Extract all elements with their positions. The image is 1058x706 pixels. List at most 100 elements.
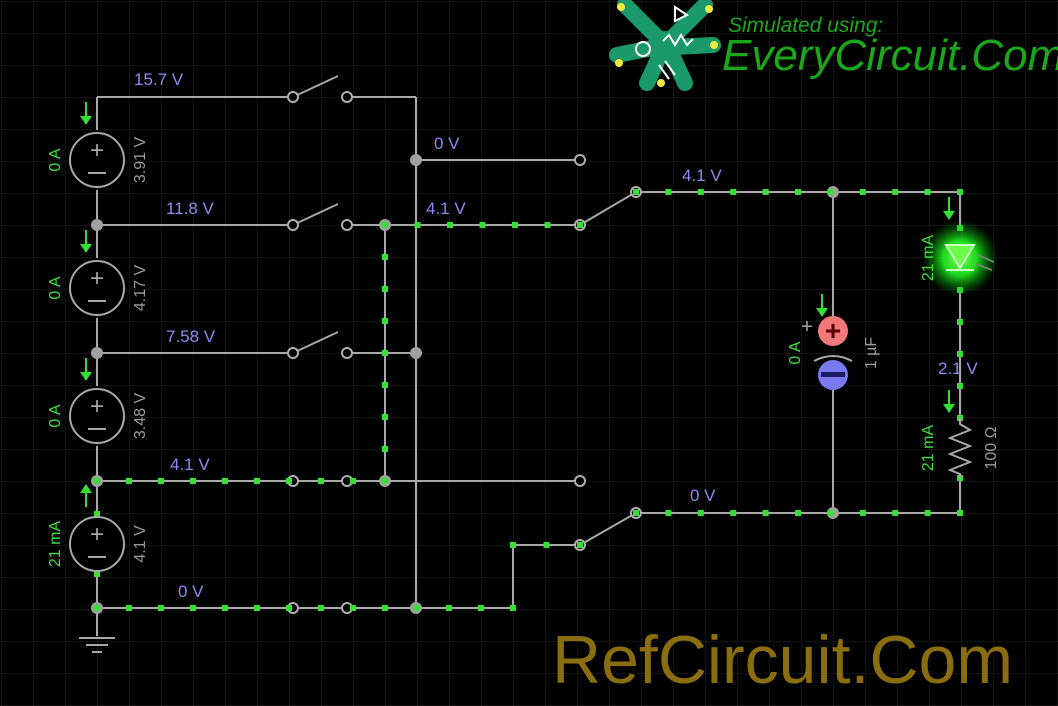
- voltage-source-4[interactable]: + 21 mA 4.1 V: [47, 516, 149, 572]
- current-marker: [795, 510, 801, 516]
- current-marker: [665, 189, 672, 195]
- current-marker: [382, 350, 388, 356]
- current-marker: [318, 478, 324, 484]
- source-current-label: 0 A: [47, 404, 64, 427]
- current-marker: [510, 542, 516, 548]
- capacitor[interactable]: + + 0 A 1 µF: [787, 315, 880, 390]
- switch-terminal[interactable]: [341, 219, 353, 231]
- voltage-label: 2.1 V: [938, 359, 978, 378]
- led[interactable]: 21 mA: [920, 220, 998, 296]
- current-marker: [795, 189, 801, 195]
- current-flow-markers: [94, 189, 963, 611]
- current-marker: [126, 478, 132, 484]
- resistor[interactable]: 21 mA 100 Ω: [920, 418, 1000, 478]
- source-current-label: 0 A: [47, 276, 64, 299]
- refcircuit-watermark: RefCircuit.Com: [552, 622, 1013, 698]
- current-marker: [350, 605, 356, 611]
- current-marker: [957, 510, 963, 516]
- switch-terminal[interactable]: [341, 347, 353, 359]
- current-marker: [892, 189, 899, 195]
- cap-plus-sign: +: [801, 316, 813, 338]
- current-arrow-icon: [80, 230, 92, 253]
- source-body: [69, 260, 125, 316]
- current-marker: [957, 383, 963, 389]
- voltage-source-1[interactable]: + 0 A 3.91 V: [47, 132, 149, 188]
- current-marker: [318, 605, 324, 611]
- voltage-label: 11.8 V: [166, 199, 215, 218]
- current-marker: [94, 511, 100, 517]
- source-body: [69, 388, 125, 444]
- current-marker: [924, 510, 931, 516]
- current-marker: [479, 222, 486, 228]
- current-marker: [158, 605, 164, 611]
- current-marker: [382, 222, 388, 228]
- current-marker: [94, 571, 100, 577]
- source-voltage-label: 3.91 V: [132, 137, 149, 184]
- current-marker: [286, 478, 292, 484]
- current-marker: [478, 605, 484, 611]
- current-arrow-icon: [943, 197, 955, 220]
- current-arrow-icon: [943, 390, 955, 413]
- current-arrow-icon: [80, 358, 92, 381]
- source-current-label: 21 mA: [47, 521, 64, 568]
- current-marker: [633, 510, 639, 516]
- current-marker: [190, 478, 196, 484]
- source-voltage-label: 4.17 V: [132, 265, 149, 312]
- current-arrows: [80, 102, 955, 507]
- voltage-label: 4.1 V: [170, 455, 210, 474]
- current-marker: [730, 189, 737, 195]
- switch-terminal[interactable]: [287, 219, 299, 231]
- current-marker: [543, 542, 550, 548]
- switch-terminal[interactable]: [287, 347, 299, 359]
- switch-blade: [579, 191, 637, 226]
- plus-icon: +: [90, 265, 104, 292]
- current-marker: [382, 382, 388, 388]
- current-marker: [697, 189, 704, 195]
- current-marker: [762, 510, 769, 516]
- switch-terminal[interactable]: [574, 154, 586, 166]
- plus-icon: +: [90, 393, 104, 420]
- current-marker: [762, 189, 769, 195]
- resistor-zigzag: [947, 418, 973, 478]
- current-marker: [254, 478, 260, 484]
- voltage-source-2[interactable]: + 0 A 4.17 V: [47, 260, 149, 316]
- current-marker: [222, 478, 228, 484]
- cap-value-label: 1 µF: [863, 337, 880, 370]
- current-marker: [957, 351, 963, 357]
- current-marker: [126, 605, 132, 611]
- current-marker: [697, 510, 704, 516]
- voltage-source-3[interactable]: + 0 A 3.48 V: [47, 388, 149, 444]
- plus-icon: +: [90, 137, 104, 164]
- switch-blade: [292, 75, 339, 98]
- source-body: [69, 516, 125, 572]
- cap-curve: [813, 355, 853, 362]
- source-body: [69, 132, 125, 188]
- voltage-label: 4.1 V: [682, 166, 722, 185]
- current-marker: [827, 510, 834, 516]
- current-marker: [544, 222, 551, 228]
- current-marker: [222, 605, 228, 611]
- cap-positive-plate: [818, 316, 848, 346]
- switch-terminal[interactable]: [574, 475, 586, 487]
- current-marker: [859, 189, 866, 195]
- junction-dot: [91, 347, 103, 359]
- current-marker: [190, 605, 196, 611]
- led-triangle: [944, 244, 976, 270]
- current-marker: [957, 189, 963, 195]
- current-arrow-icon: [80, 102, 92, 125]
- current-marker: [892, 510, 899, 516]
- voltage-label: 15.7 V: [134, 70, 184, 89]
- switch-terminal[interactable]: [287, 91, 299, 103]
- current-marker: [382, 478, 388, 484]
- current-marker: [633, 189, 639, 195]
- current-marker: [414, 222, 421, 228]
- led-current-label: 21 mA: [920, 235, 937, 282]
- current-marker: [924, 189, 931, 195]
- switch-terminal[interactable]: [341, 91, 353, 103]
- current-marker: [827, 189, 834, 195]
- current-marker: [94, 478, 100, 484]
- resistor-value-label: 100 Ω: [983, 426, 1000, 469]
- voltage-label: 0 V: [434, 134, 460, 153]
- source-current-label: 0 A: [47, 148, 64, 171]
